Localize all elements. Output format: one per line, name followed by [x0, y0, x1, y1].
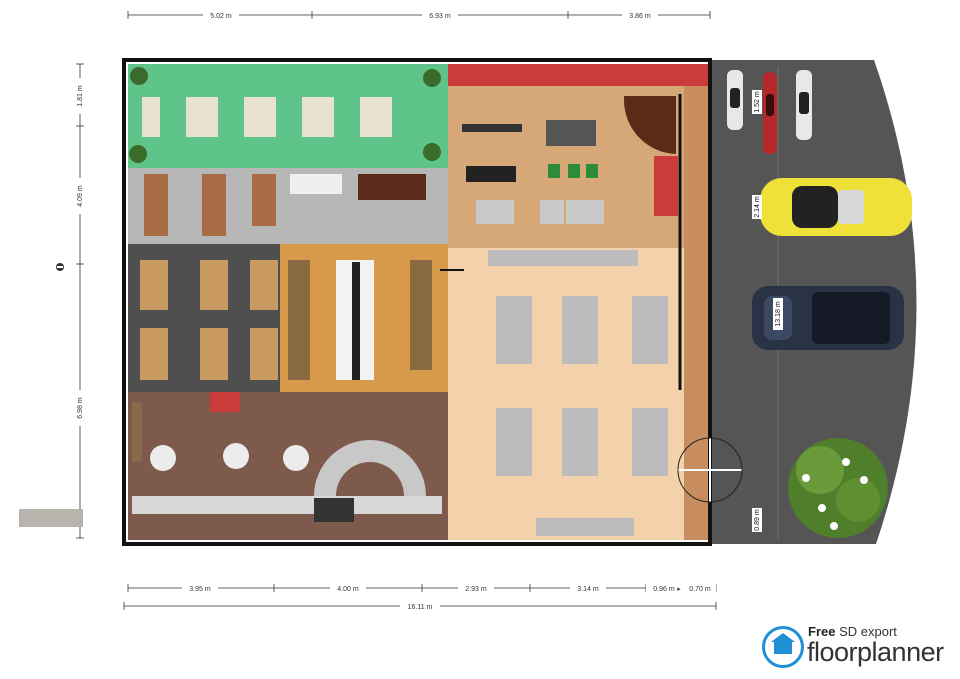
revolving-door-icon: [677, 437, 743, 503]
yellow-car-icon: [760, 178, 912, 236]
workbenches: [144, 174, 426, 236]
dim-bottom-6: 0.70 m: [689, 586, 711, 593]
svg-text:▸: ▸: [677, 586, 681, 593]
motorcycle-icon: [727, 70, 812, 154]
dim-car-1: 2.14 m: [754, 196, 761, 218]
office-desks: [140, 260, 278, 380]
garden-zone: [128, 64, 448, 168]
corridor-strip: [684, 64, 710, 540]
plant-tables: [142, 97, 392, 137]
dim-entrance: 0.89 m: [754, 509, 761, 531]
tree-icon: [788, 438, 888, 538]
left-dimensions: [76, 63, 84, 539]
dim-left-1: 1.81 m: [77, 85, 84, 107]
dim-top-1: 5.02 m: [210, 13, 232, 20]
walls: [122, 58, 712, 546]
dim-bottom-5: 0.96 m: [653, 586, 675, 593]
dim-total-width: 16.11 m: [408, 604, 433, 611]
red-banner: [448, 64, 710, 86]
dim-left-3: 6.98 m: [77, 397, 84, 419]
floorplanner-house-icon: [762, 626, 804, 668]
dim-top-2: 6.93 m: [429, 13, 451, 20]
music-furniture: [462, 96, 678, 224]
hall-zone: [448, 248, 684, 540]
dim-bottom-4: 3.14 m: [577, 586, 599, 593]
floorplanner-logo[interactable]: Free SD export floorplanner: [760, 622, 955, 672]
dim-car-2: 13.18 m: [775, 301, 782, 326]
dim-bottom-2: 4.00 m: [337, 586, 359, 593]
compass-icon: [56, 263, 64, 271]
bush-icon: [129, 67, 441, 163]
dim-left-2: 4.09 m: [77, 185, 84, 207]
dim-motorcycle: 1.52 m: [754, 91, 761, 113]
logo-wordmark: floorplanner: [807, 637, 944, 667]
logo-tagline: Free SD export: [808, 624, 897, 639]
outside-bench: [19, 509, 83, 527]
clothing-racks: [288, 260, 432, 380]
dim-bottom-1: 3.95 m: [189, 586, 211, 593]
dim-top-3: 3.86 m: [629, 13, 651, 20]
dark-car-icon: [752, 286, 904, 350]
dim-bottom-3: 2.93 m: [465, 586, 487, 593]
hall-tables: [488, 250, 668, 536]
cafe-furniture: [132, 392, 442, 522]
